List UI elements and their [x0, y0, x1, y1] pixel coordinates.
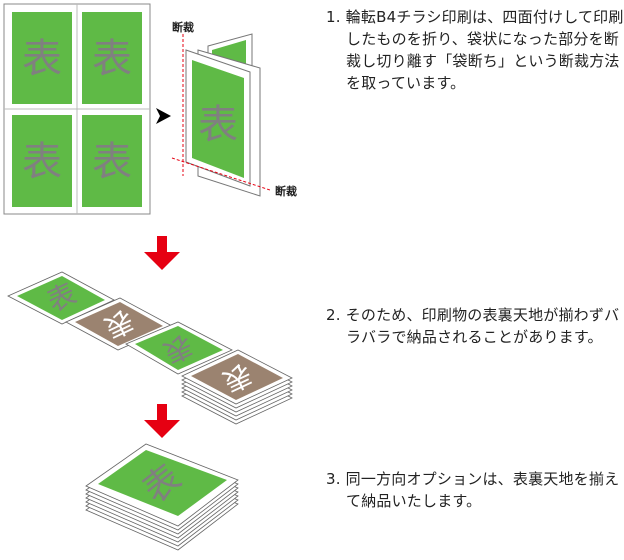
cut-label-top: 断裁: [172, 20, 194, 34]
sheet-panel-3: [12, 115, 72, 207]
sheet-label-3: 表: [22, 139, 62, 185]
booklet-front-panel: [192, 60, 244, 178]
sheet-panel-1: [12, 12, 72, 104]
horizontal-cut-line: [171, 157, 271, 191]
process-diagram: 表 表 表 表 表 断裁 断裁 表 表: [3, 3, 297, 551]
four-up-sheet: 表 表 表 表: [3, 3, 151, 215]
right-arrow-icon: [156, 108, 171, 124]
step-2-text: 2. そのため、印刷物の表裏天地が揃わずバラバラで納品されることがあります。: [326, 306, 620, 346]
folded-booklet: 表 断裁 断裁: [171, 20, 297, 198]
aligned-stack-top-panel: [98, 450, 227, 516]
aligned-stack: 表: [85, 443, 239, 551]
mixed-stack: 表: [181, 349, 293, 425]
sheet-label-4: 表: [92, 139, 132, 185]
step-3-text: 3. 同一方向オプションは、表裏天地を揃えて納品いたします。: [326, 470, 620, 510]
sheet-panel-2: [82, 12, 142, 104]
booklet-label: 表: [198, 102, 238, 148]
sheet-label-1: 表: [22, 36, 62, 82]
down-arrow-icon-1: [144, 236, 180, 270]
mixed-sheet-row: 表 表 表 表: [7, 271, 293, 425]
step-1-text: 1. 輪転B4チラシ印刷は、四面付けして印刷したものを折り、袋状になった部分を断…: [326, 8, 624, 92]
down-arrow-icon-2: [144, 404, 180, 438]
sheet-panel-4: [82, 115, 142, 207]
cut-label-right: 断裁: [275, 184, 297, 198]
sheet-label-2: 表: [92, 36, 132, 82]
